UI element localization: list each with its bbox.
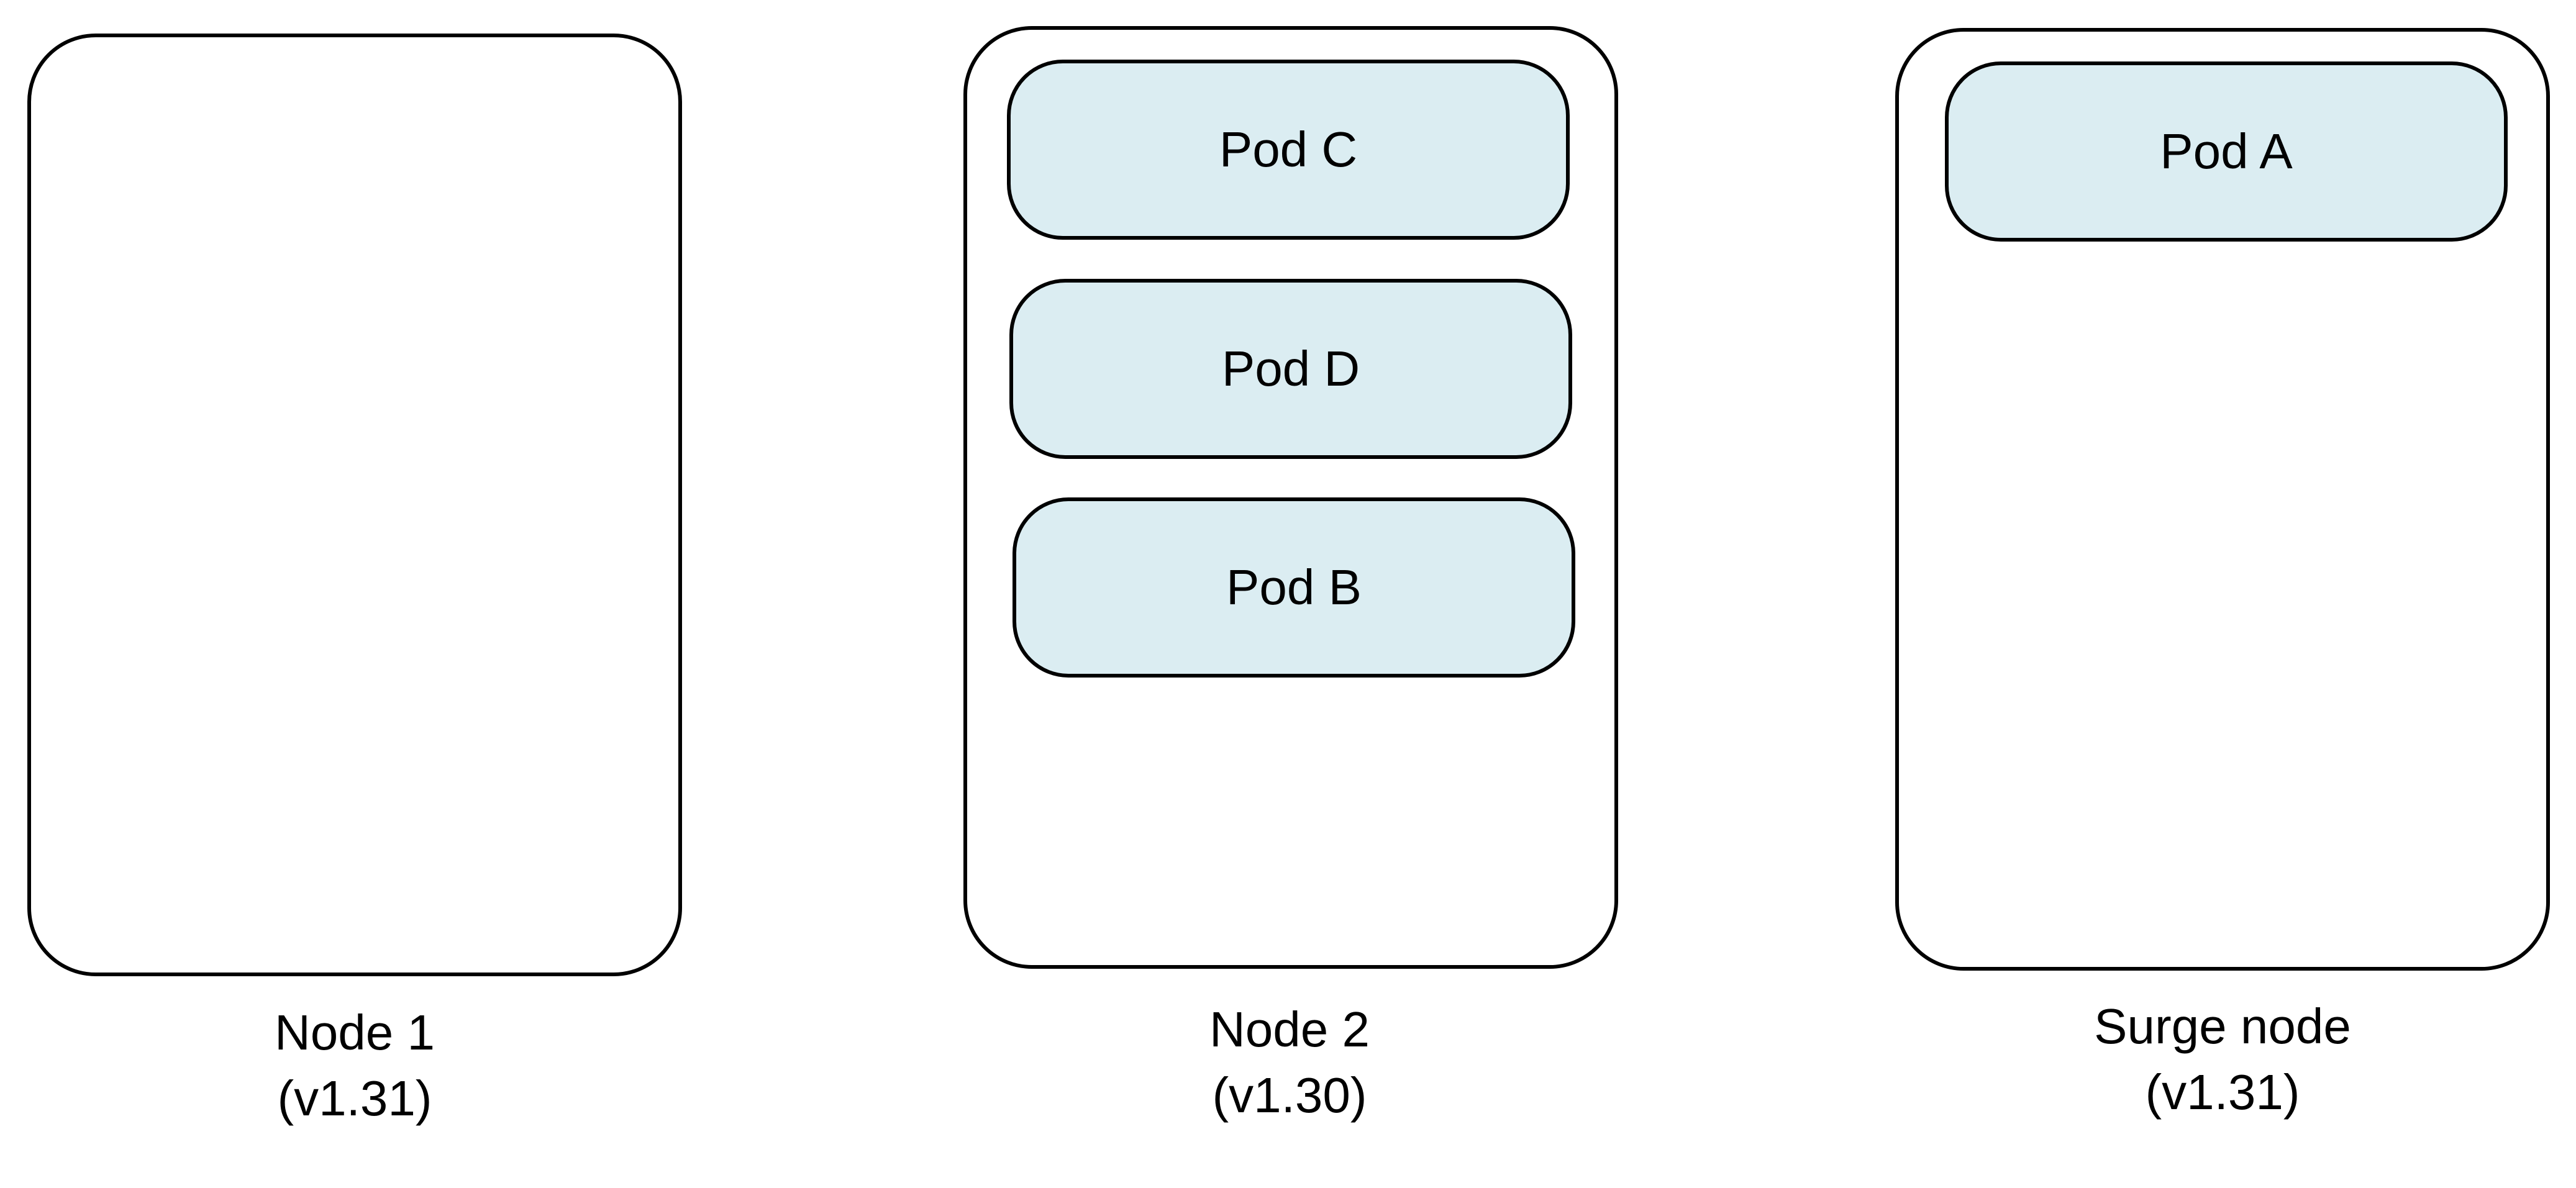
surge-node-version: (v1.31) — [2145, 1064, 2300, 1120]
pod-a-label: Pod A — [2160, 124, 2293, 179]
node-2-version: (v1.30) — [1212, 1068, 1367, 1123]
node-1-version: (v1.31) — [277, 1071, 432, 1126]
node-1-box — [27, 34, 682, 976]
node-1-name: Node 1 — [275, 1005, 435, 1060]
pod-c-label: Pod C — [1219, 122, 1358, 177]
surge-node-label: Surge node (v1.31) — [2005, 994, 2440, 1125]
node-1-label: Node 1 (v1.31) — [137, 1000, 572, 1131]
node-2-label: Node 2 (v1.30) — [1072, 997, 1507, 1128]
surge-node-name: Surge node — [2094, 999, 2351, 1054]
pod-b-label: Pod B — [1226, 560, 1362, 615]
pod-c: Pod C — [1007, 60, 1570, 240]
node-2-name: Node 2 — [1209, 1002, 1370, 1057]
pod-a: Pod A — [1945, 61, 2508, 242]
pod-d: Pod D — [1009, 279, 1572, 459]
pod-b: Pod B — [1013, 497, 1575, 678]
pod-d-label: Pod D — [1221, 341, 1360, 396]
